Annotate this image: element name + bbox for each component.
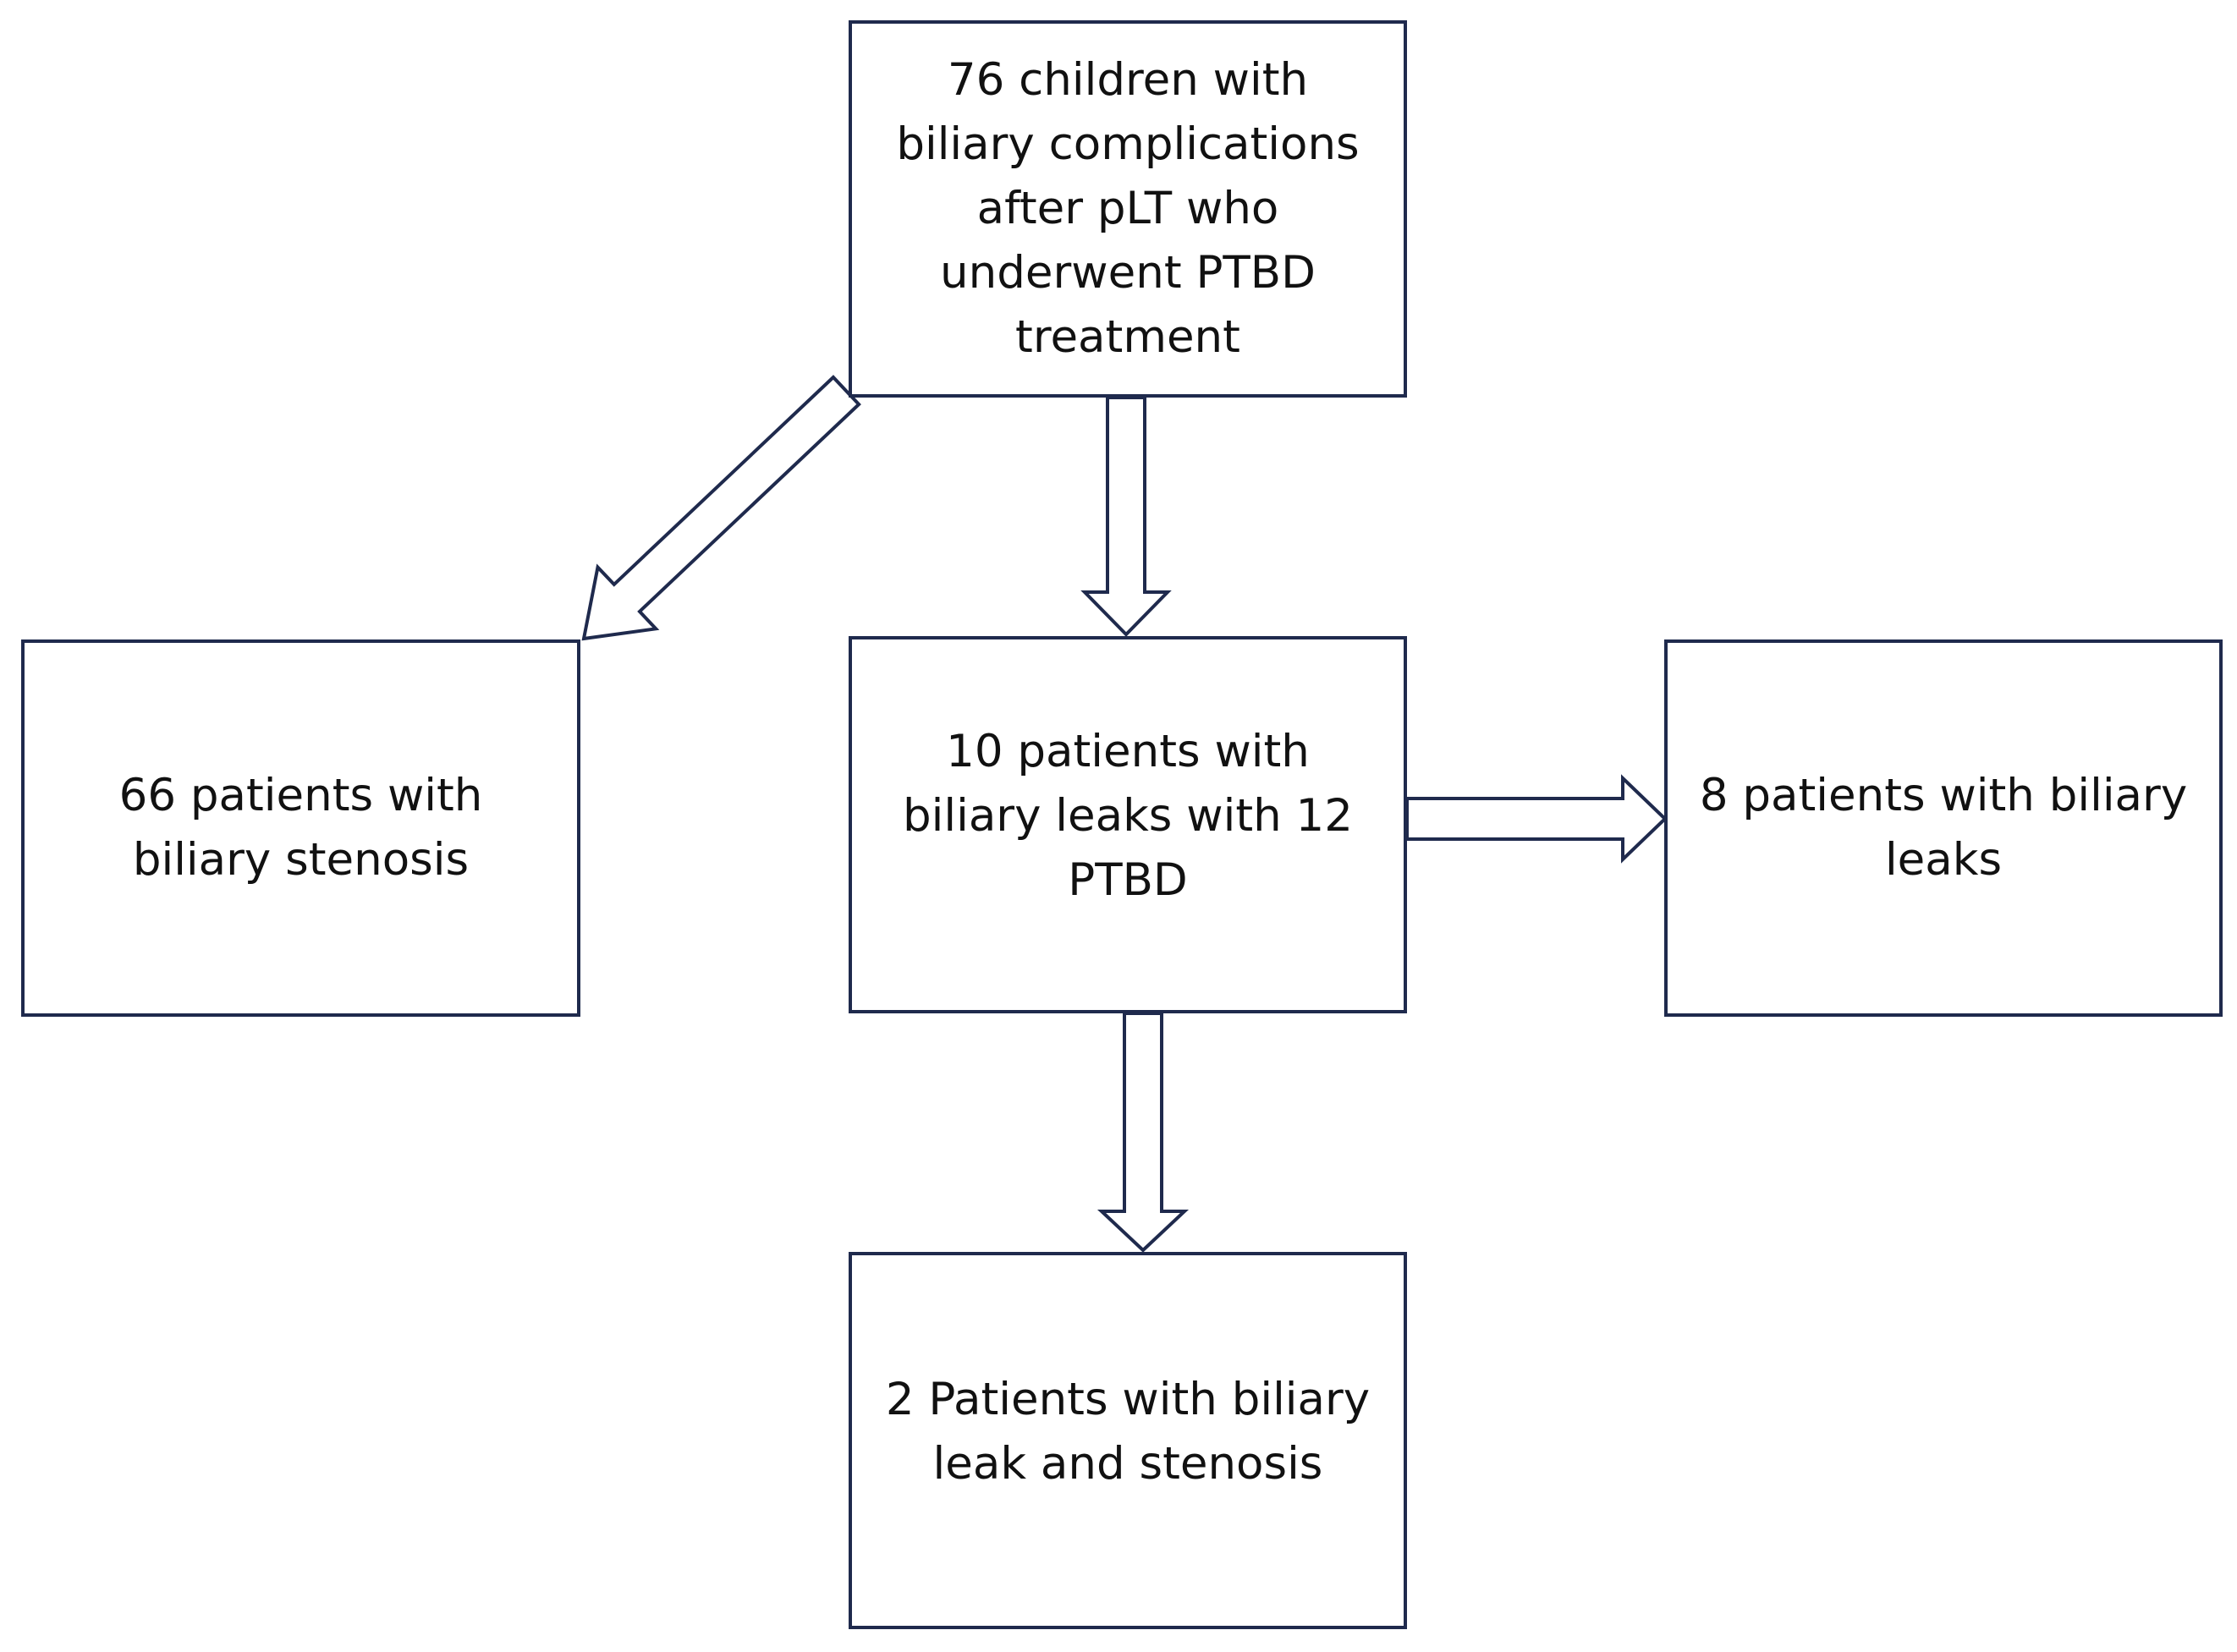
box-biliary-leaks-ptbd: 10 patients with biliary leaks with 12 P… — [849, 636, 1407, 1013]
arrow-top-to-left — [581, 375, 861, 641]
box-biliary-stenosis-text: 66 patients with biliary stenosis — [118, 770, 483, 886]
box-biliary-leaks-text: 8 patients with biliary leaks — [1699, 770, 2188, 886]
box-all-children: 76 children with biliary complications a… — [849, 20, 1407, 398]
arrow-middle-to-right — [1405, 774, 1668, 864]
box-leak-and-stenosis: 2 Patients with biliary leak and stenosi… — [849, 1252, 1407, 1629]
box-biliary-leaks: 8 patients with biliary leaks — [1664, 639, 2223, 1017]
arrow-middle-to-bottom — [1097, 1012, 1190, 1253]
box-leak-and-stenosis-text: 2 Patients with biliary leak and stenosi… — [885, 1374, 1371, 1490]
box-biliary-leaks-ptbd-text: 10 patients with biliary leaks with 12 P… — [903, 726, 1353, 906]
box-biliary-stenosis: 66 patients with biliary stenosis — [21, 639, 580, 1017]
arrow-top-to-middle — [1080, 396, 1172, 637]
box-all-children-text: 76 children with biliary complications a… — [896, 54, 1360, 363]
